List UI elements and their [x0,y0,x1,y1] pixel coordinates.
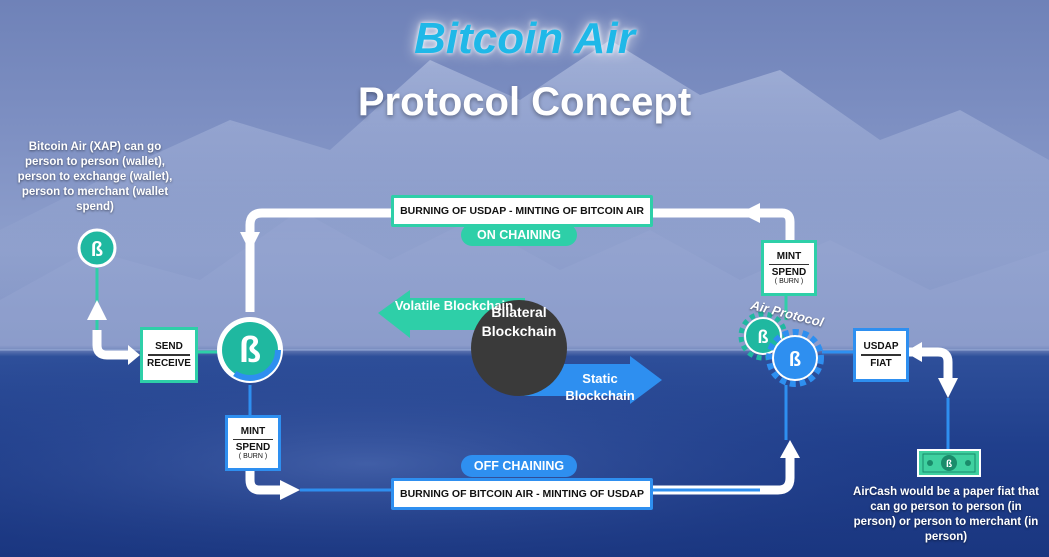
arrow-icon [240,232,260,252]
receive-label: RECEIVE [147,357,191,369]
static-label: Static Blockchain [565,371,635,403]
divider [861,354,901,356]
fiat-flow [905,347,953,380]
bottom-left-flow [245,465,285,495]
burn-label: ( BURN ) [238,453,268,461]
divider [148,354,190,356]
send-label: SEND [155,341,183,353]
bitcoin-air-logo-icon: ß [217,317,283,383]
send-flow [92,330,130,360]
off-chaining-pill: OFF CHAINING [461,455,577,477]
arrow-icon [905,342,922,362]
spend-label: SPEND [771,267,807,279]
bottom-right-flow [647,455,795,495]
bilateral-circle [471,300,567,396]
svg-text:ß: ß [239,329,261,370]
arrow-icon [128,345,140,365]
gear-icon: ß [766,329,824,387]
divider [769,263,809,266]
aircash-note: AirCash would be a paper fiat that can g… [853,486,1039,543]
svg-text:ß: ß [91,239,103,261]
mint-label: MINT [776,250,802,262]
brand-title: Bitcoin Air [414,14,635,63]
arrow-icon [938,378,958,398]
arrow-icon [740,203,760,223]
volatile-label: Volatile Blockchain [394,298,514,313]
usdap-label: USDAP [863,341,899,353]
xap-note: Bitcoin Air (XAP) can go person to perso… [17,141,173,213]
on-chain-box: BURNING OF USDAP - MINTING OF BITCOIN AI… [391,195,653,227]
burn-label: ( BURN ) [774,278,804,286]
arrow-icon [280,480,300,500]
usdap-fiat-box: USDAP FIAT [853,328,909,382]
mint-label: MINT [240,425,266,437]
aircash-banknote-icon: ß [917,449,981,477]
bitcoin-air-logo-icon: ß [77,228,117,268]
send-receive-box: SEND RECEIVE [140,327,198,383]
arrow-icon [780,440,800,458]
svg-text:ß: ß [758,327,769,347]
bilateral-label: Bilateral Blockchain [481,304,557,339]
spend-label: SPEND [235,442,271,454]
mint-spend-bottom-box: MINT SPEND ( BURN ) [225,415,281,471]
top-right-flow [647,208,795,240]
on-chaining-pill: ON CHAINING [461,224,577,246]
mint-spend-top-box: MINT SPEND ( BURN ) [761,240,817,296]
fiat-label: FIAT [870,357,892,369]
divider [233,438,273,441]
svg-text:ß: ß [789,349,801,371]
top-left-flow [245,208,391,312]
svg-text:ß: ß [946,459,952,470]
off-chain-box: BURNING OF BITCOIN AIR - MINTING OF USDA… [391,478,653,510]
arrow-icon [87,300,107,320]
page-title: Protocol Concept [357,80,692,124]
